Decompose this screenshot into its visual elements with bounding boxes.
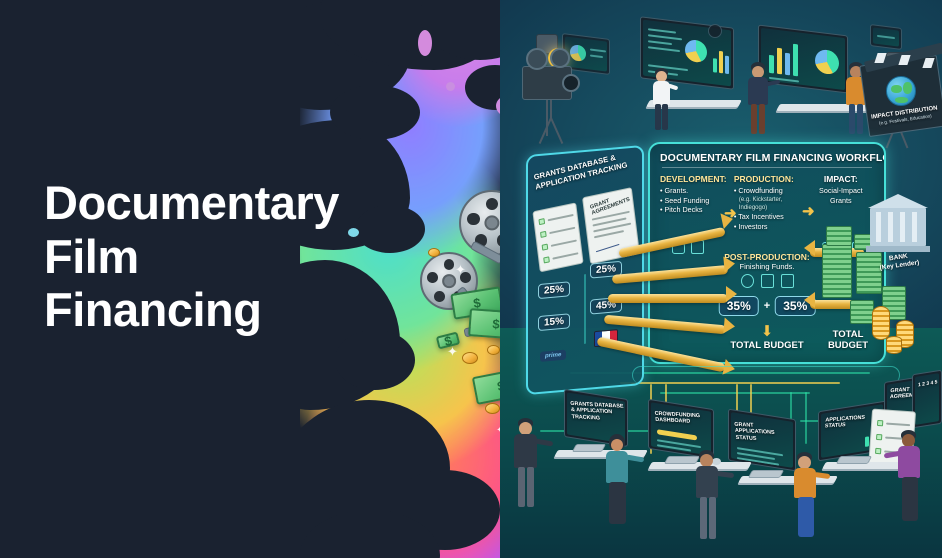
arrow-down-icon: ⬇ — [760, 323, 774, 340]
mouse[interactable] — [712, 458, 721, 465]
grants-database-panel[interactable]: GRANTS DATABASE & APPLICATION TRACKING G… — [526, 144, 644, 396]
floating-chat-card — [708, 24, 722, 38]
monitor-label: GRANT APPLICATIONS STATUS — [734, 421, 775, 442]
production-item-sub: (e.g. Kickstarter, Indiegogo) — [738, 196, 783, 211]
keyboard[interactable] — [571, 444, 607, 452]
keyboard[interactable] — [747, 470, 785, 478]
production-item: • Tax Incentives — [733, 211, 784, 221]
gear-icon — [740, 274, 754, 288]
total-budget-label-center: TOTAL BUDGET — [730, 340, 804, 351]
coin-icon — [485, 403, 500, 414]
workflow-column-impact: IMPACT: Social-Impact Grants — [808, 174, 874, 205]
production-item: • Crowdfunding — [733, 186, 783, 195]
total-budget-label-right: TOTAL BUDGET — [827, 329, 869, 351]
arrow-right-icon: ➜ — [802, 203, 815, 220]
percent-badge: 25% — [538, 281, 571, 300]
impact-heading: IMPACT: — [823, 174, 858, 184]
arrow-right-icon: ➜ — [724, 205, 737, 222]
workflow-column-development: DEVELOPMENT: • Grants. • Seed Funding • … — [660, 174, 727, 215]
prime-logo: prime — [540, 349, 567, 362]
document-icon — [760, 274, 774, 288]
monitor-label: 1 2 3 4 5 — [918, 379, 938, 389]
production-heading: PRODUCTION: — [733, 174, 794, 184]
post-production-block: POST-PRODUCTION: Finishing Funds. — [702, 252, 832, 288]
globe-icon — [886, 76, 916, 106]
coin-icon — [462, 352, 478, 364]
impact-item: Grants — [830, 195, 852, 205]
fund-document-icon — [780, 274, 794, 288]
development-heading: DEVELOPMENT: — [660, 174, 727, 184]
sparkle-icon: ✦ — [455, 262, 466, 277]
monitor-numbered-list[interactable]: 1 2 3 4 5 — [912, 369, 942, 429]
development-item: • Seed Funding — [660, 195, 710, 205]
development-item: • Pitch Decks — [660, 205, 703, 215]
monitor-label: GRANTS DATABASE & APPLICATION TRACKING — [570, 400, 624, 422]
page-title: Documentary Film Financing — [44, 176, 339, 337]
title-line-2: Film — [44, 229, 139, 283]
monitor-label: CROWDFUNDING DASHBOARD — [654, 410, 701, 426]
sparkle-icon: ✦ — [447, 344, 458, 359]
floating-comment-card — [870, 24, 902, 50]
post-production-subtitle: Finishing Funds. — [739, 262, 795, 271]
keyboard[interactable] — [835, 456, 873, 464]
title-line-1: Documentary — [44, 176, 339, 229]
workflow-column-production: PRODUCTION: • Crowdfunding (e.g. Kicksta… — [734, 174, 800, 231]
plus-sign: + — [763, 300, 771, 312]
development-item: • Grants. — [660, 186, 689, 195]
checklist-document — [532, 202, 584, 273]
percent-badge: 15% — [538, 313, 571, 332]
title-panel: ✦ ✦ ✦ ✦ Documentary Film Financing — [0, 0, 520, 558]
illustration-panel: IMPACT DISTRIBUTION (e.g. Festivals, Edu… — [500, 0, 942, 558]
post-production-heading: POST-PRODUCTION: — [724, 252, 810, 262]
title-line-3: Financing — [44, 283, 262, 337]
keyboard[interactable] — [663, 456, 701, 464]
grants-panel-title: GRANTS DATABASE & APPLICATION TRACKING — [533, 152, 629, 192]
monitor-label: APPLICATIONS STATUS — [824, 414, 866, 431]
coin-icon — [487, 345, 500, 355]
paint-splash-graphic — [300, 0, 520, 558]
workflow-title: DOCUMENTARY FILM FINANCING WORKFLOW — [660, 152, 886, 164]
production-item: • Investors — [733, 221, 768, 231]
coin-icon — [428, 248, 440, 257]
impact-item: Social-Impact — [819, 186, 863, 195]
percent-right: 35% — [775, 296, 816, 316]
